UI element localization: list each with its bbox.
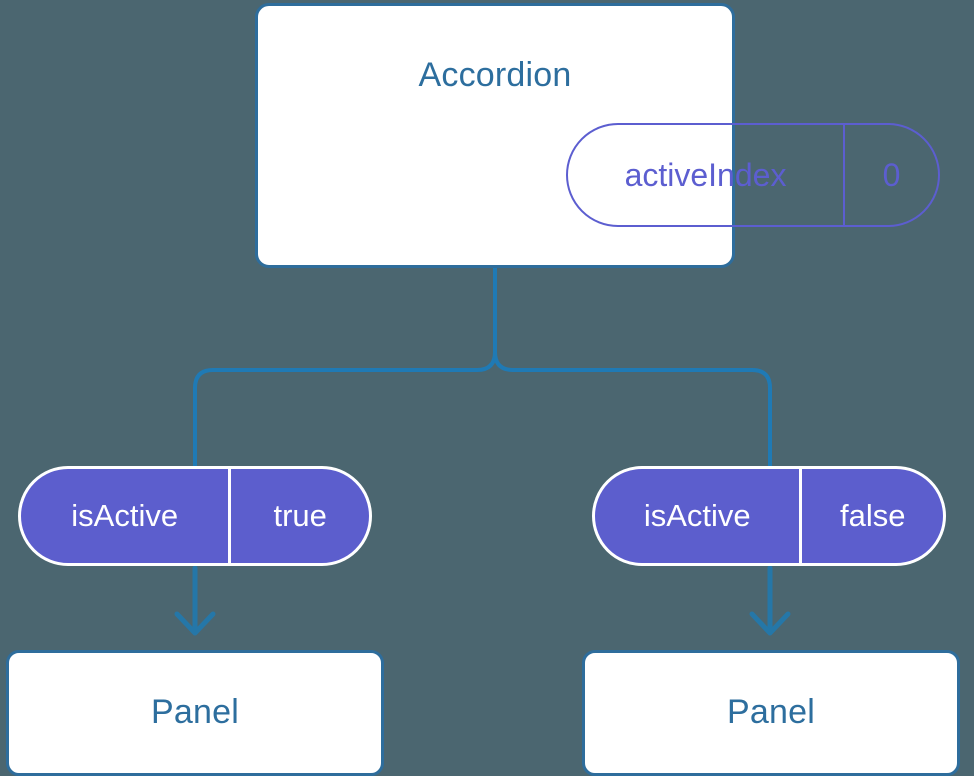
panel-title-right: Panel — [727, 693, 815, 731]
panel-title-left: Panel — [151, 693, 239, 731]
prop-pill-left-value: true — [273, 498, 327, 533]
connector-tree-path — [193, 265, 497, 472]
prop-pill-right-key: isActive — [595, 469, 803, 563]
prop-pill-right[interactable]: isActive false — [592, 466, 946, 566]
accordion-component-card[interactable]: Accordion activeIndex 0 — [255, 3, 940, 268]
connector-tree-path-right — [493, 350, 772, 472]
panel-component-card-left[interactable]: Panel — [6, 650, 384, 776]
prop-pill-right-value: false — [839, 498, 906, 533]
accordion-state-pill[interactable]: activeIndex 0 — [566, 123, 940, 227]
accordion-title: Accordion — [418, 56, 572, 94]
accordion-state-value: 0 — [882, 156, 901, 193]
arrow-down-icon-right — [749, 565, 791, 636]
panel-component-card-right[interactable]: Panel — [582, 650, 960, 776]
prop-pill-left-key: isActive — [21, 469, 232, 563]
accordion-state-key: activeIndex — [568, 125, 846, 225]
arrow-down-icon-left — [174, 565, 216, 636]
prop-pill-left[interactable]: isActive true — [18, 466, 372, 566]
